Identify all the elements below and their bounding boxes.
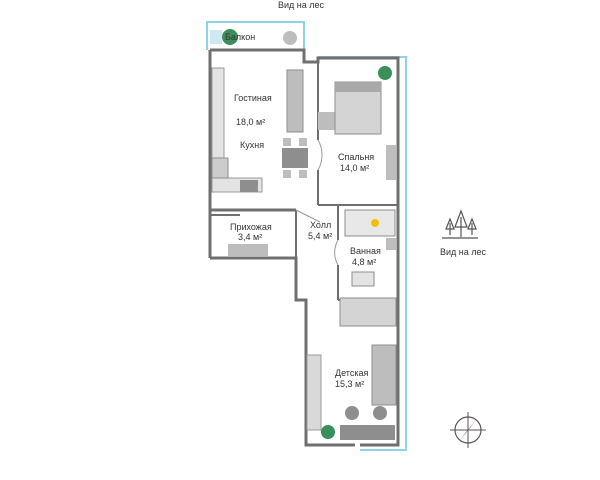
kids-sofa xyxy=(371,344,397,406)
walls xyxy=(208,48,400,447)
bedroom-area: 14,0 м² xyxy=(340,163,370,173)
dining-chair xyxy=(283,138,291,146)
kids-bed xyxy=(339,297,397,327)
sink xyxy=(351,271,375,287)
dining-chair xyxy=(299,138,307,146)
dining-chair xyxy=(299,170,307,178)
balcony-glazing xyxy=(206,21,305,50)
plant-icon xyxy=(378,66,392,80)
washing-machine xyxy=(386,238,396,250)
kids-label: Детская xyxy=(335,368,369,378)
kids-area: 15,3 м² xyxy=(335,379,365,389)
kids-desk xyxy=(340,425,395,440)
wardrobe xyxy=(386,145,396,180)
sofa xyxy=(286,69,304,133)
hall-area: 5,4 м² xyxy=(308,231,333,241)
bed-pillow xyxy=(335,82,381,92)
dining-table xyxy=(282,148,308,168)
kids-shelf xyxy=(306,354,322,431)
tree-icon xyxy=(442,209,478,239)
bathroom-area: 4,8 м² xyxy=(352,257,377,267)
kids-chair xyxy=(345,406,359,420)
balcony-label: Балкон xyxy=(225,32,256,42)
stove xyxy=(240,180,258,192)
kids-chair xyxy=(373,406,387,420)
plant-icon xyxy=(321,425,335,439)
entry-wardrobe xyxy=(228,244,268,256)
hall-label: Холл xyxy=(310,220,332,230)
dining-chair xyxy=(283,170,291,178)
armchair xyxy=(318,112,336,130)
living-label: Гостиная xyxy=(234,93,272,103)
kitchen-counter xyxy=(211,67,225,159)
kitchen-label: Кухня xyxy=(240,140,265,150)
fridge xyxy=(211,157,229,179)
balcony-table xyxy=(210,30,222,44)
bath-accent xyxy=(371,219,379,227)
bedroom-label: Спальня xyxy=(338,152,375,162)
view-label-top: Вид на лес xyxy=(278,0,325,10)
entry-area: 3,4 м² xyxy=(238,232,263,242)
compass-icon xyxy=(450,412,486,448)
bathroom-label: Ванная xyxy=(350,246,381,256)
entry-label: Прихожая xyxy=(230,222,272,232)
doors xyxy=(295,139,339,266)
bathtub xyxy=(344,209,396,237)
plant-icon xyxy=(222,29,238,45)
living-area: 18,0 м² xyxy=(236,117,266,127)
view-label-side: Вид на лес xyxy=(440,247,487,257)
balcony-chair xyxy=(283,31,297,45)
